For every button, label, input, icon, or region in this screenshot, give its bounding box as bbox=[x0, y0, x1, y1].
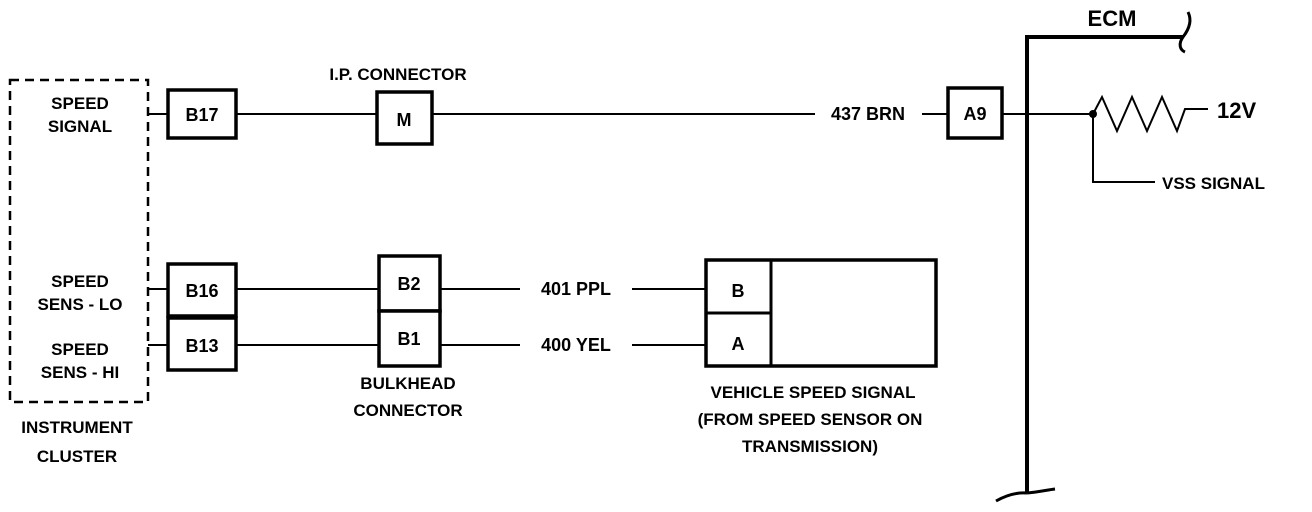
pin-box-a9 bbox=[946, 86, 1004, 140]
vehicle-speed-label-line1: VEHICLE SPEED SIGNAL bbox=[711, 383, 916, 402]
pin-box-b16 bbox=[166, 262, 238, 318]
ecm-boundary bbox=[1025, 35, 1183, 493]
pin-label-a9: A9 bbox=[963, 104, 986, 124]
speed-sens-lo-label-line1: SPEED bbox=[51, 272, 109, 291]
speed-sens-hi-label-line1: SPEED bbox=[51, 340, 109, 359]
pin-box-b13 bbox=[166, 316, 238, 372]
pin-label-b16: B16 bbox=[185, 281, 218, 301]
pin-label-m: M bbox=[397, 110, 412, 130]
pin-box-b2 bbox=[377, 254, 442, 313]
sensor-pin-label-a: A bbox=[732, 334, 745, 354]
instrument-cluster-outline bbox=[8, 78, 150, 404]
supply-12v-label: 12V bbox=[1217, 98, 1256, 123]
speed-sens-hi-label-line2: SENS - HI bbox=[41, 363, 119, 382]
speed-signal-label-line1: SPEED bbox=[51, 94, 109, 113]
pin-label-b1: B1 bbox=[397, 329, 420, 349]
bulkhead-label-line1: BULKHEAD bbox=[360, 374, 455, 393]
speed-sens-lo-label-line2: SENS - LO bbox=[37, 295, 122, 314]
pin-label-b17: B17 bbox=[185, 105, 218, 125]
instrument-cluster-label-line1: INSTRUMENT bbox=[21, 418, 133, 437]
instrument-cluster-label-line2: CLUSTER bbox=[37, 447, 117, 466]
ecm-boundary-break-top bbox=[1178, 11, 1192, 54]
vss-signal-line bbox=[1092, 114, 1155, 183]
sensor-pin-label-b: B bbox=[732, 281, 745, 301]
wire-label-437-brn: 437 BRN bbox=[831, 104, 905, 124]
ecm-boundary-break-bottom bbox=[995, 487, 1056, 503]
vehicle-speed-label-line3: TRANSMISSION) bbox=[742, 437, 878, 456]
speed-signal-label-line2: SIGNAL bbox=[48, 117, 112, 136]
wire-label-400-yel: 400 YEL bbox=[541, 335, 611, 355]
bulkhead-label-line2: CONNECTOR bbox=[353, 401, 462, 420]
pin-box-m bbox=[375, 90, 434, 146]
wire-label-401-ppl: 401 PPL bbox=[541, 279, 611, 299]
ip-connector-label: I.P. CONNECTOR bbox=[329, 65, 466, 84]
pullup-resistor bbox=[1092, 94, 1208, 134]
pin-label-b13: B13 bbox=[185, 336, 218, 356]
vehicle-speed-label-line2: (FROM SPEED SENSOR ON bbox=[698, 410, 923, 429]
ecm-label: ECM bbox=[1088, 6, 1137, 31]
pin-label-b2: B2 bbox=[397, 274, 420, 294]
vss-signal-label: VSS SIGNAL bbox=[1162, 174, 1265, 193]
pin-box-b1 bbox=[377, 309, 442, 368]
pin-box-b17 bbox=[166, 88, 238, 140]
